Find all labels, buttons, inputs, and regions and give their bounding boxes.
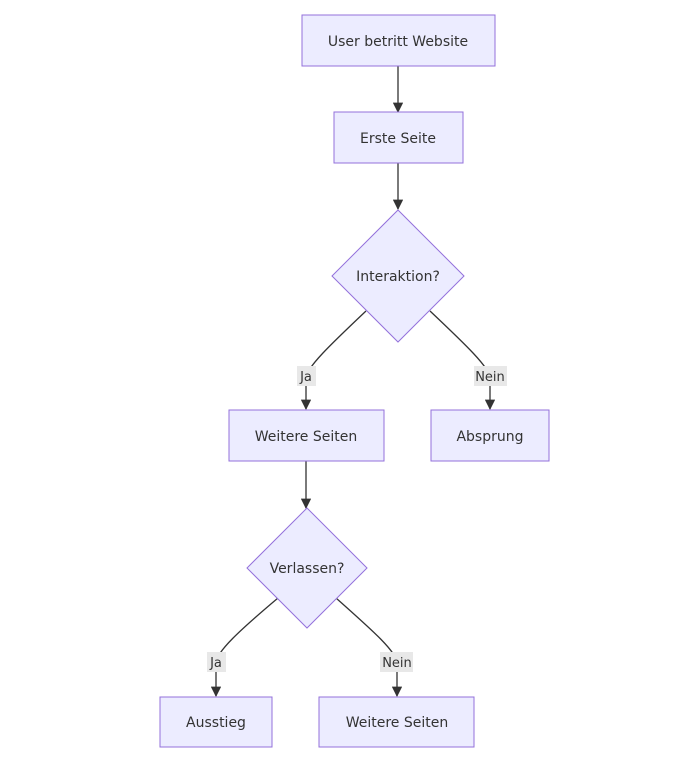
edge-label-interaction-no-text: Nein xyxy=(475,370,505,385)
node-interaction-decision: Interaktion? xyxy=(331,209,465,343)
node-more-pages-2: Weitere Seiten xyxy=(318,696,475,748)
edge-label-leave-no: Nein xyxy=(380,652,413,672)
edge-label-interaction-yes: Ja xyxy=(297,366,316,386)
node-leave-decision: Verlassen? xyxy=(246,507,368,629)
edge-interaction-no xyxy=(429,310,496,411)
node-more-pages-2-label: Weitere Seiten xyxy=(346,715,449,731)
node-bounce: Absprung xyxy=(430,409,550,462)
node-interaction-label: Interaktion? xyxy=(356,269,440,285)
edge-label-interaction-no: Nein xyxy=(474,366,507,386)
node-exit: Ausstieg xyxy=(159,696,273,748)
edge-interaction-yes xyxy=(300,310,367,411)
node-first-page: Erste Seite xyxy=(333,111,464,164)
edge-label-leave-no-text: Nein xyxy=(382,656,412,671)
node-first-page-label: Erste Seite xyxy=(360,131,436,147)
edge-leave-yes xyxy=(210,597,279,698)
node-start: User betritt Website xyxy=(301,14,496,67)
edge-label-interaction-yes-text: Ja xyxy=(299,370,312,385)
node-bounce-label: Absprung xyxy=(456,429,523,445)
node-exit-label: Ausstieg xyxy=(186,715,246,731)
node-more-pages-1: Weitere Seiten xyxy=(228,409,385,462)
node-more-pages-1-label: Weitere Seiten xyxy=(255,429,358,445)
edge-leave-no xyxy=(335,597,403,698)
node-start-label: User betritt Website xyxy=(328,34,468,50)
node-leave-label: Verlassen? xyxy=(270,561,345,577)
edge-label-leave-yes-text: Ja xyxy=(209,656,222,671)
edge-label-leave-yes: Ja xyxy=(207,652,226,672)
